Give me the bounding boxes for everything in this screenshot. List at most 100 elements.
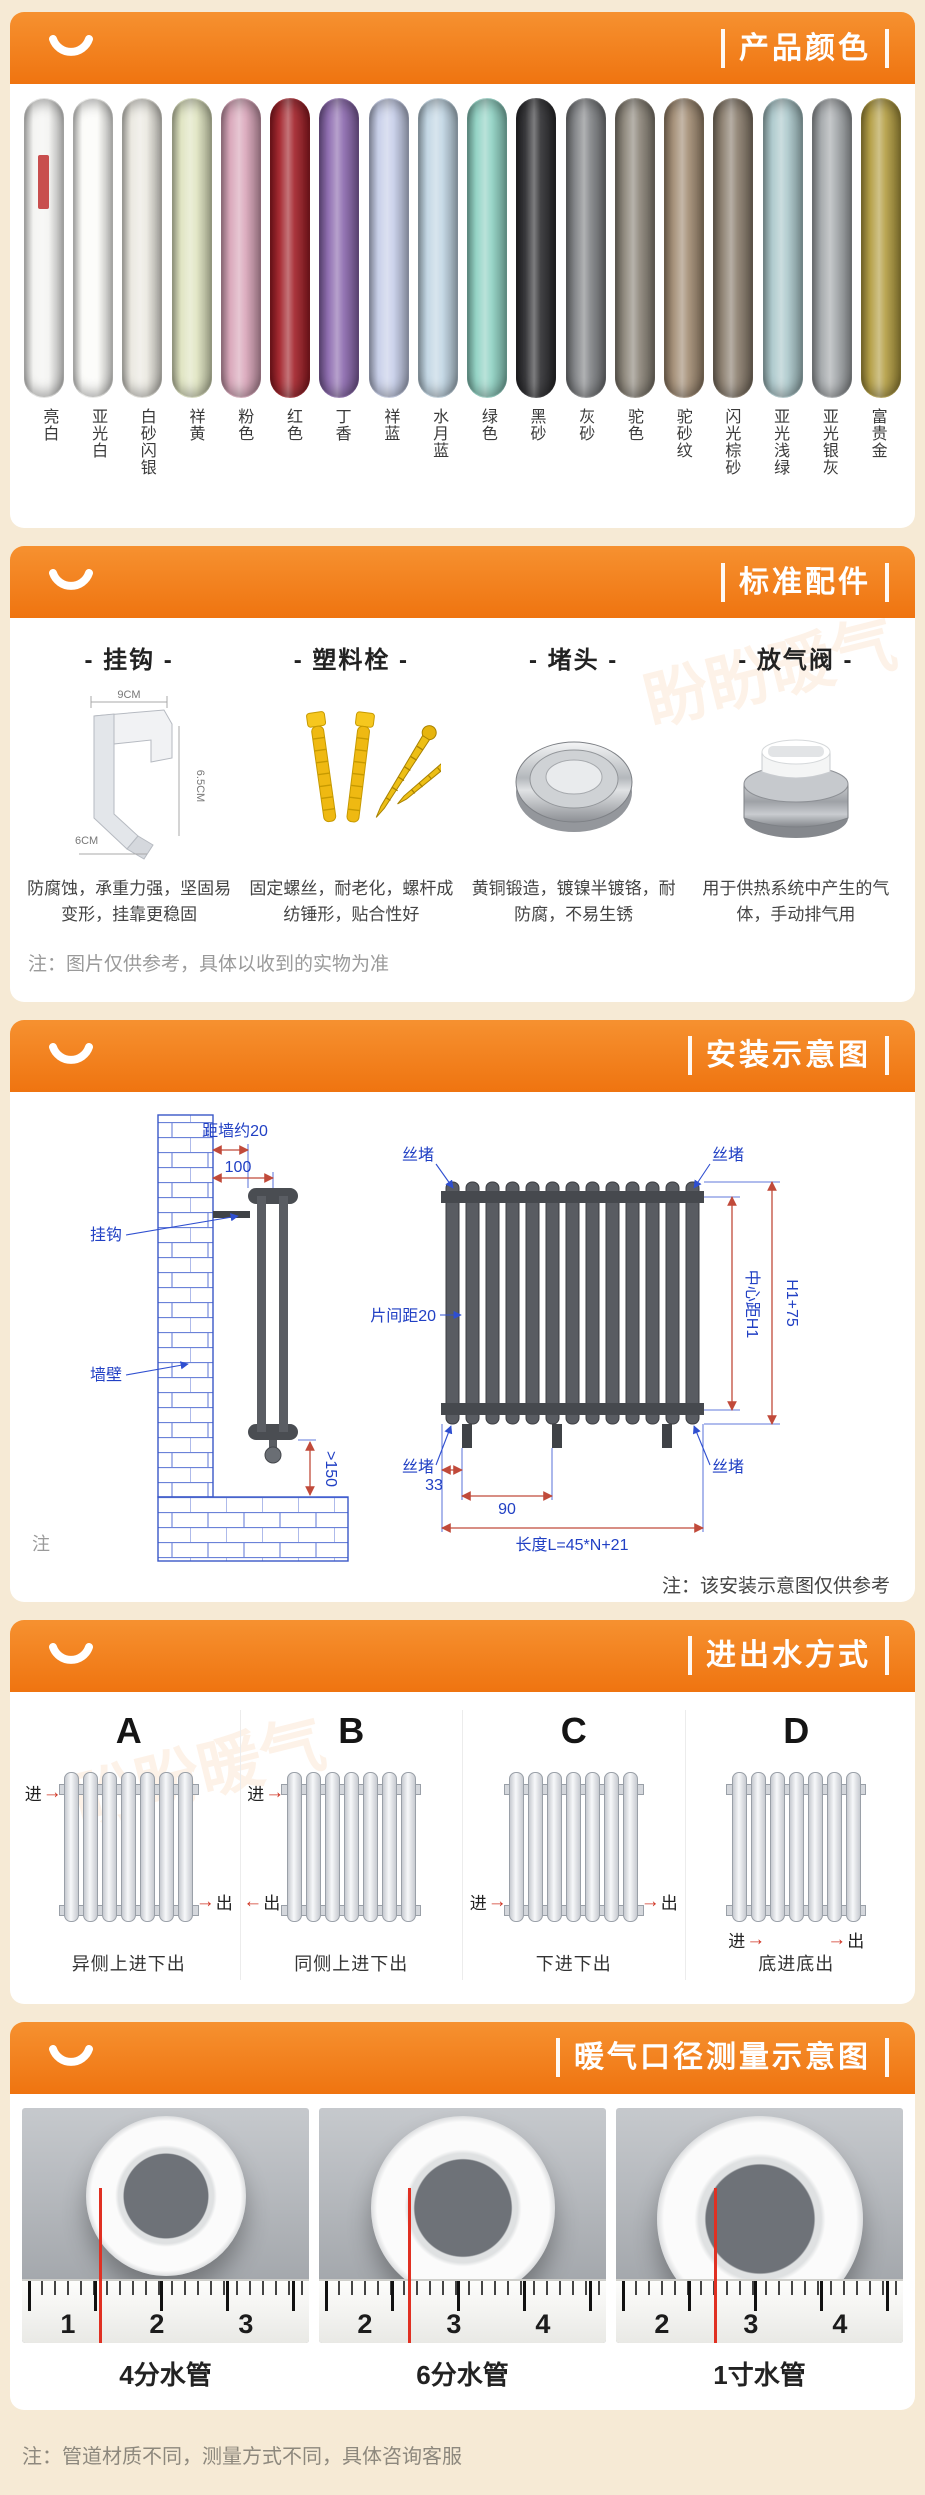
brand-smile-icon [49, 1642, 93, 1664]
label-100: 100 [225, 1159, 252, 1176]
radiator-tube [750, 1771, 766, 1922]
pipe-label: 4分水管 [119, 2359, 212, 2390]
radiator-front-view [445, 1181, 700, 1425]
label-90: 90 [498, 1501, 516, 1518]
flow-radiator: 进→←出 [243, 1762, 427, 1938]
label-plug-tr: 丝堵 [712, 1146, 744, 1164]
color-label: 驼色 [624, 408, 642, 442]
flow-letter: C [560, 1709, 587, 1751]
section-header-installation: 安装示意图 [10, 1019, 915, 1092]
tape-number: 2 [654, 2308, 670, 2339]
tape-number: 3 [743, 2308, 759, 2339]
color-label: 绿色 [478, 408, 496, 442]
accessory-name: - 挂钩 - [84, 647, 174, 674]
color-label: 灰砂 [576, 408, 594, 442]
radiator-feet [462, 1423, 672, 1448]
color-label: 白砂闪银 [137, 408, 155, 476]
color-swatch-16 [762, 98, 803, 398]
pipe-ring [85, 2115, 246, 2276]
radiator-tube [528, 1771, 544, 1922]
flow-arrow-label: 出 [263, 1893, 281, 1913]
color-swatch-3 [122, 98, 163, 398]
radiator-tube [807, 1771, 823, 1922]
color-label: 红色 [283, 408, 301, 442]
section-title-accessories: 标准配件 [721, 562, 889, 602]
color-swatch-14 [664, 98, 705, 398]
accessory-name: - 塑料栓 - [293, 647, 410, 674]
accessory-card-anchor: - 塑料栓 - [240, 640, 462, 929]
label-wall: 墙壁 [90, 1365, 122, 1384]
accessory-card-hook: - 挂钩 - 9CM 6.5CM [18, 640, 240, 929]
radiator-tube [400, 1771, 416, 1922]
color-label: 富贵金 [868, 408, 886, 459]
color-swatch-17 [811, 98, 852, 398]
flow-arrow-label: 进 [24, 1784, 42, 1804]
tape-number: 2 [149, 2308, 165, 2339]
pipe-ring [370, 2115, 555, 2300]
tape-number: 4 [832, 2308, 848, 2339]
flow-panel-a: A 进→→出 异侧上进下出 [18, 1709, 241, 1980]
measure-mark [407, 2187, 411, 2343]
plastic-anchor-image [306, 710, 442, 822]
flow-letter: D [783, 1709, 810, 1751]
section-flow-direction: 进出水方式 盼盼暖气 A 进→→出 异侧上进下出 B 进→←出 同侧上进下出 C… [10, 1619, 915, 2004]
hook-dim-bottom: 6CM [75, 835, 98, 847]
color-label: 亚光白 [89, 408, 107, 459]
section-body-flow: 盼盼暖气 A 进→→出 异侧上进下出 B 进→←出 同侧上进下出 C 进→→出 … [10, 1691, 915, 2004]
radiator-tube [305, 1771, 321, 1922]
flow-letter: B [338, 1709, 365, 1751]
flow-radiator: 进→→出 [470, 1762, 678, 1938]
tape-number: 3 [446, 2308, 462, 2339]
color-label: 祥黄 [186, 408, 204, 442]
flow-arrow-label: 进 [247, 1784, 265, 1804]
section-installation: 安装示意图 [10, 1019, 915, 1602]
color-label: 粉色 [235, 408, 253, 442]
color-label: 亮白 [40, 408, 58, 442]
color-swatch-6 [270, 98, 311, 398]
accessory-desc: 固定螺丝，耐老化，螺杆成纺锤形，贴合性好 [249, 879, 454, 925]
section-body-colors: 亮白亚光白白砂闪银祥黄粉色红色丁香祥蓝水月蓝绿色黑砂灰砂驼色驼砂纹闪光棕砂亚光浅… [10, 84, 915, 528]
radiator-tube [845, 1771, 861, 1922]
color-swatch-12 [565, 98, 606, 398]
accessories-note: 注：图片仅供参考，具体以收到的实物为准 [28, 953, 390, 975]
hook-image: 9CM 6.5CM 6CM [75, 689, 206, 860]
arrow-icon: → [640, 1890, 660, 1912]
color-swatch-2 [73, 98, 114, 398]
radiator-tube [731, 1771, 747, 1922]
flow-arrow-br-out: →出 [196, 1889, 233, 1914]
color-label: 驼砂纹 [673, 408, 691, 459]
radiator-tube [585, 1771, 601, 1922]
arrow-icon: → [265, 1781, 285, 1803]
flow-letter: A [115, 1709, 142, 1751]
hook-dim-top: 9CM [118, 689, 141, 701]
flow-arrow-bot-in: 进→ [728, 1927, 765, 1952]
flow-caption: 异侧上进下出 [71, 1953, 186, 1974]
radiator-tube [623, 1771, 639, 1922]
section-body-installation: 距墙约20 100 挂钩 墙壁 >150 [10, 1091, 915, 1602]
tape-number: 2 [357, 2308, 373, 2339]
color-swatch-1 [24, 98, 64, 398]
label-plug-tl: 丝堵 [402, 1146, 434, 1164]
radiator-tube [826, 1771, 842, 1922]
color-swatch-4 [171, 98, 212, 398]
accessory-figure: 9CM 6.5CM 6CM [26, 683, 232, 868]
flow-arrow-label: 进 [728, 1931, 746, 1951]
accessory-card-air-valve: - 放气阀 - [685, 640, 907, 929]
arrow-icon: → [487, 1890, 507, 1912]
accessory-desc: 用于供热系统中产生的气体，手动排气用 [702, 879, 890, 925]
color-swatch-13 [614, 98, 655, 398]
radiator-tube [509, 1771, 525, 1922]
flow-panel-b: B 进→←出 同侧上进下出 [241, 1709, 463, 1980]
brand-smile-icon [49, 1042, 93, 1064]
radiator-tube [547, 1771, 563, 1922]
radiator-tube [102, 1771, 118, 1922]
accessory-figure [693, 683, 899, 868]
radiator-tube [121, 1771, 137, 1922]
flow-arrow-label: 出 [215, 1893, 233, 1913]
accessories-grid: - 挂钩 - 9CM 6.5CM [10, 618, 915, 929]
pipe-label: 6分水管 [416, 2359, 509, 2390]
flow-panel-c: C 进→→出 下进下出 [463, 1709, 686, 1980]
flow-caption: 同侧上进下出 [294, 1953, 409, 1974]
